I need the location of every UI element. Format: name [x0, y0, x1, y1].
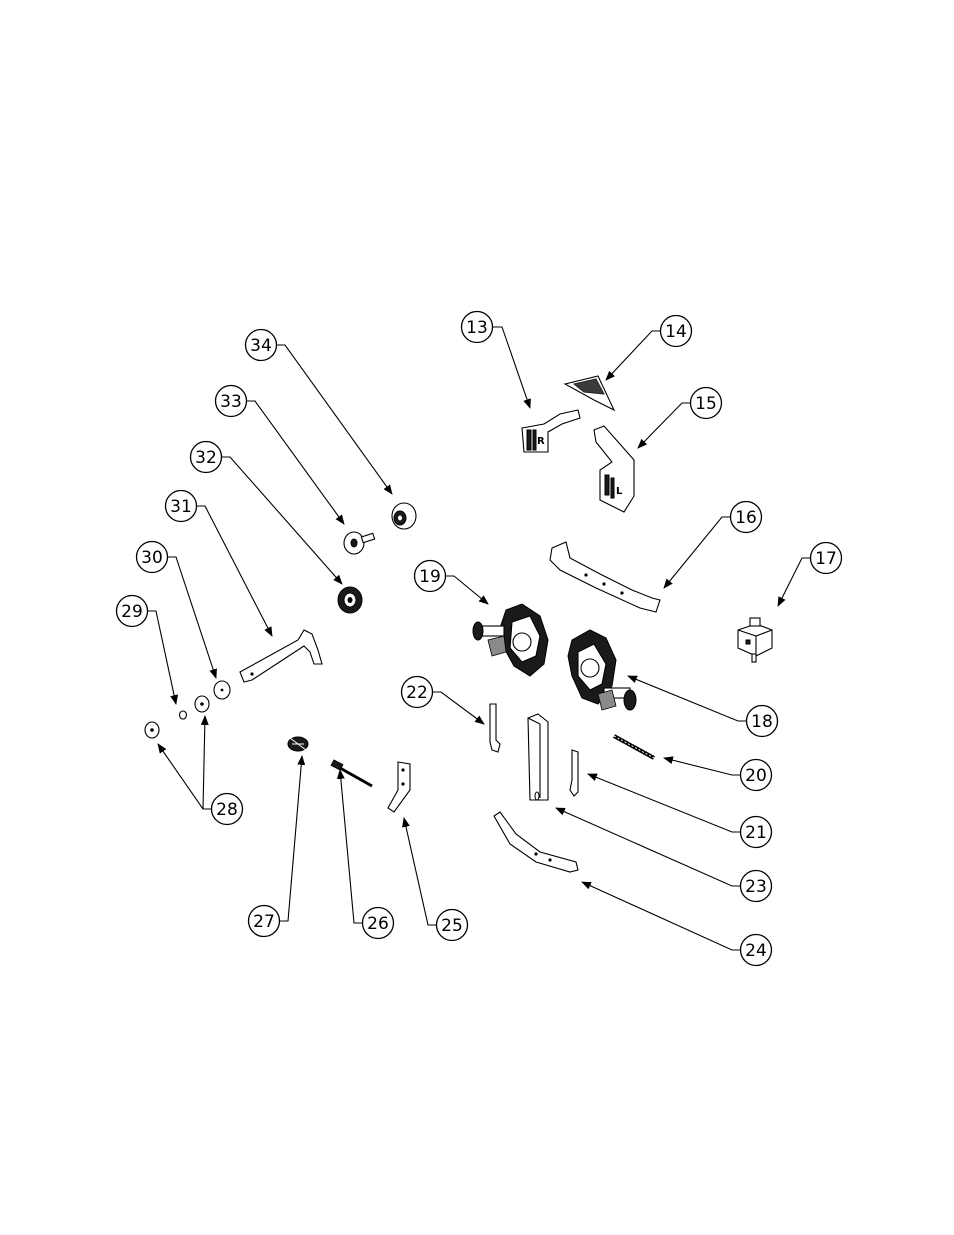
callout-28-label: 28 — [216, 800, 238, 820]
part-31-lever — [240, 630, 322, 682]
callout-19-label: 19 — [419, 567, 441, 587]
callout-22-label: 22 — [406, 683, 428, 703]
leader-30 — [168, 557, 216, 678]
leader-34 — [277, 345, 392, 494]
part-21-strap — [570, 750, 578, 796]
callout-21: 21 — [741, 817, 772, 848]
callout-27: 27 — [249, 906, 280, 937]
leader-25 — [404, 818, 436, 925]
part-25-bracket — [388, 762, 410, 812]
part-22-strap — [490, 704, 500, 752]
callout-14-label: 14 — [665, 322, 687, 342]
callout-15: 15 — [691, 388, 722, 419]
callout-21-label: 21 — [745, 823, 767, 843]
leader-20 — [664, 758, 740, 775]
callout-32: 32 — [191, 442, 222, 473]
callout-19: 19 — [415, 561, 446, 592]
callout-29: 29 — [117, 596, 148, 627]
callout-16-label: 16 — [735, 508, 757, 528]
part-16-bar — [550, 542, 660, 612]
leader-19 — [446, 576, 488, 604]
part-15-letter: L — [616, 486, 623, 497]
part-34-pulley — [392, 503, 416, 529]
part-14-plate — [565, 376, 614, 410]
callout-30: 30 — [137, 542, 168, 573]
part-28-washer-a — [195, 696, 209, 712]
callout-29-label: 29 — [121, 602, 143, 622]
leader-23 — [556, 808, 740, 886]
part-13-letter: R — [537, 436, 545, 447]
part-27-spring — [288, 737, 308, 751]
part-17-block — [738, 618, 772, 662]
leader-17 — [778, 558, 810, 606]
leader-28b — [203, 716, 211, 809]
callout-20: 20 — [741, 760, 772, 791]
callout-26: 26 — [363, 908, 394, 939]
callout-24-label: 24 — [745, 941, 767, 961]
part-29-nut — [180, 711, 187, 719]
leader-15 — [638, 403, 690, 448]
leader-16 — [664, 517, 730, 588]
callout-27-label: 27 — [253, 912, 275, 932]
leader-18 — [628, 676, 746, 721]
callout-32-label: 32 — [195, 448, 217, 468]
callout-18-label: 18 — [751, 712, 773, 732]
callout-17-label: 17 — [815, 549, 837, 569]
part-30-washer — [214, 681, 230, 699]
callout-15-label: 15 — [695, 394, 717, 414]
part-18-transaxle — [568, 630, 636, 710]
callout-17: 17 — [811, 543, 842, 574]
callout-26-label: 26 — [367, 914, 389, 934]
callout-31: 31 — [166, 491, 197, 522]
callout-22: 22 — [402, 677, 433, 708]
callout-13: 13 — [462, 312, 493, 343]
leader-22 — [433, 692, 484, 724]
part-28-washer-b — [145, 722, 159, 738]
part-26-rod — [331, 760, 372, 786]
callout-24: 24 — [741, 935, 772, 966]
leader-33 — [247, 401, 344, 524]
callout-14: 14 — [661, 316, 692, 347]
callout-13-label: 13 — [466, 318, 488, 338]
leader-13 — [493, 327, 530, 408]
callout-20-label: 20 — [745, 766, 767, 786]
part-32-pulley — [338, 587, 362, 613]
callout-16: 16 — [731, 502, 762, 533]
callout-33: 33 — [216, 386, 247, 417]
part-20-rod — [614, 736, 654, 758]
part-24-bar — [494, 812, 578, 872]
callout-33-label: 33 — [220, 392, 242, 412]
leader-31 — [197, 506, 272, 636]
callout-25-label: 25 — [441, 916, 463, 936]
callout-18: 18 — [747, 706, 778, 737]
part-23-plate — [528, 714, 548, 800]
callout-23: 23 — [741, 871, 772, 902]
leader-29 — [148, 611, 176, 704]
leader-27 — [280, 756, 302, 921]
callout-34-label: 34 — [250, 336, 272, 356]
callout-28: 28 — [212, 794, 243, 825]
parts: R L — [145, 376, 772, 872]
part-13-bracket-right: R — [522, 410, 580, 452]
part-33-pulley — [344, 532, 375, 554]
leader-14 — [606, 331, 660, 380]
leader-21 — [588, 774, 740, 832]
leader-24 — [582, 882, 740, 950]
part-15-bracket-left: L — [594, 426, 634, 512]
callout-34: 34 — [246, 330, 277, 361]
part-19-transaxle — [473, 604, 548, 676]
leader-26 — [340, 770, 362, 923]
callout-25: 25 — [437, 910, 468, 941]
callout-30-label: 30 — [141, 548, 163, 568]
callout-23-label: 23 — [745, 877, 767, 897]
leader-32 — [222, 457, 342, 584]
callout-31-label: 31 — [170, 497, 192, 517]
